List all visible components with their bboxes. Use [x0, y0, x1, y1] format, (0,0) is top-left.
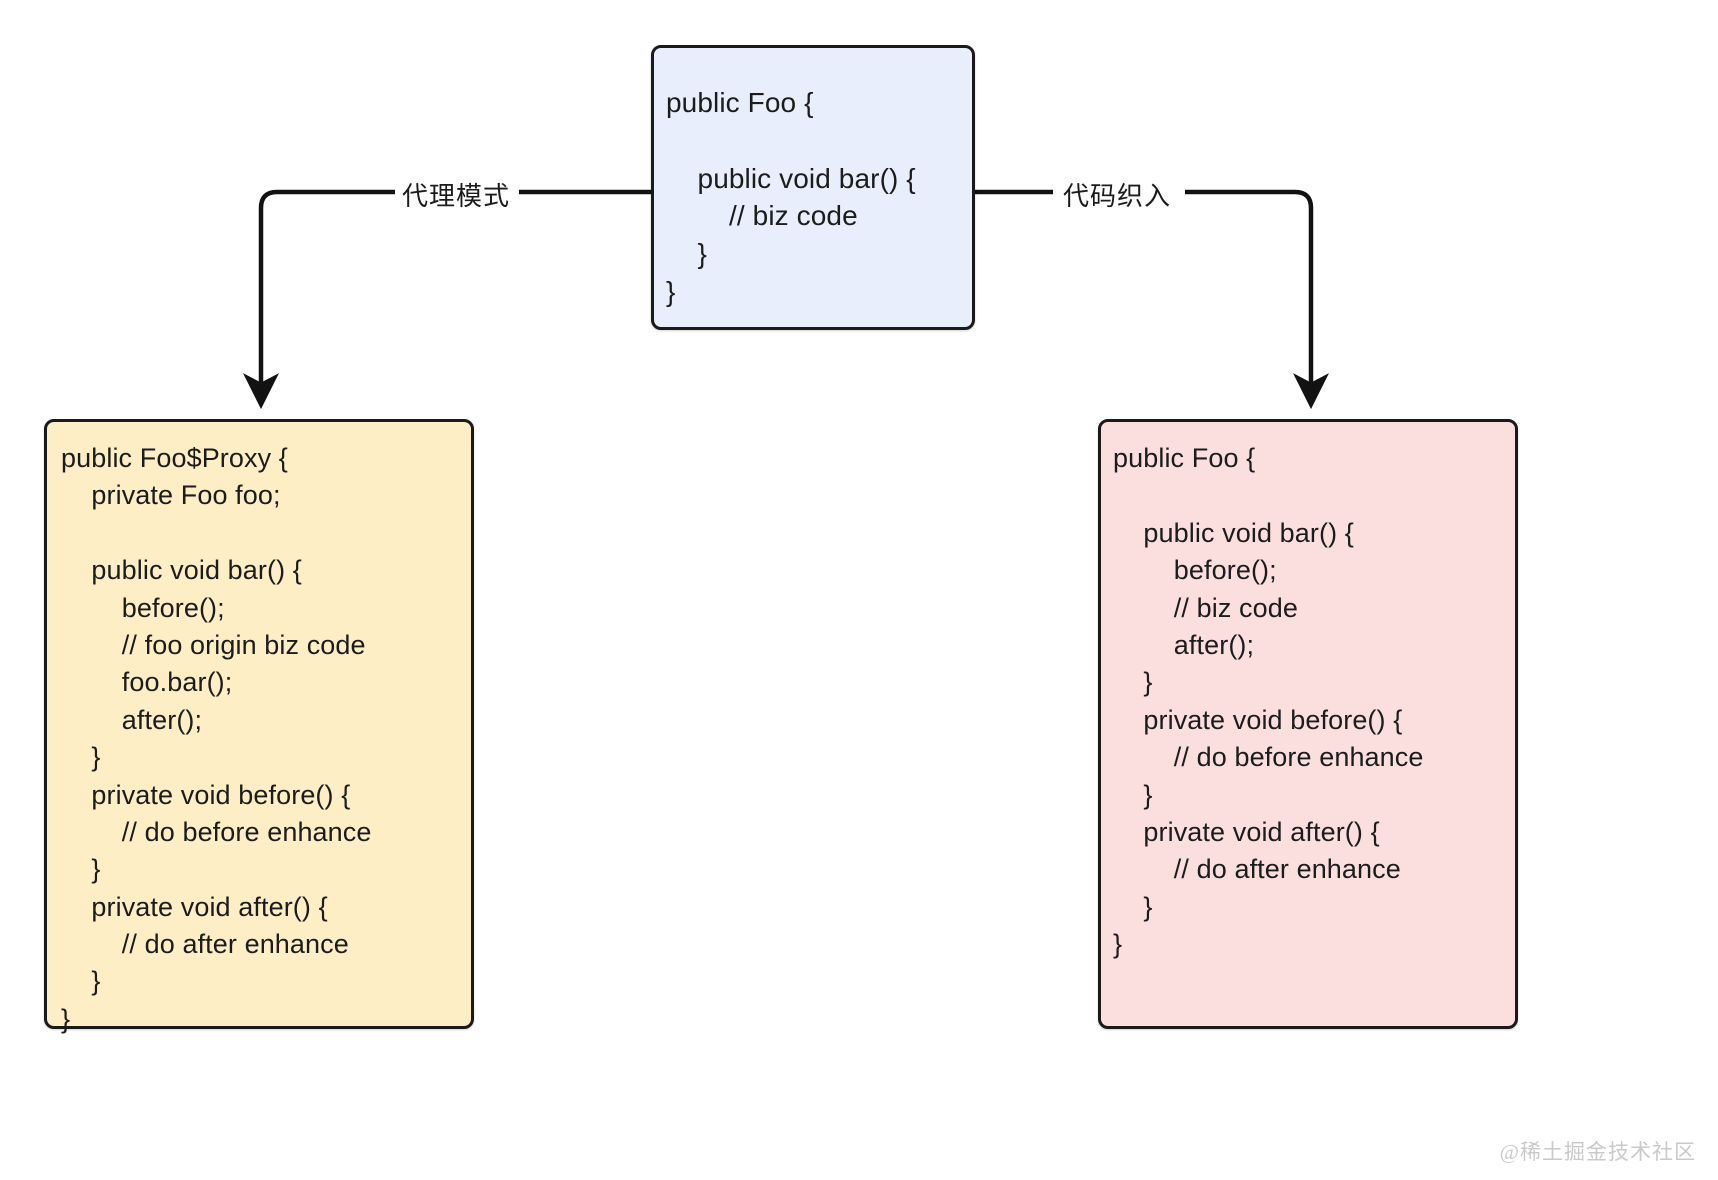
weave-class-code: public Foo { public void bar() { before(…	[1113, 443, 1424, 960]
proxy-class-box[interactable]: public Foo$Proxy { private Foo foo; publ…	[44, 419, 474, 1034]
origin-class-box[interactable]: public Foo { public void bar() { // biz …	[651, 45, 975, 330]
edge-proxy-path	[243, 189, 651, 410]
weave-class-box[interactable]: public Foo { public void bar() { before(…	[1098, 419, 1518, 1029]
proxy-class-code: public Foo$Proxy { private Foo foo; publ…	[61, 443, 372, 1034]
edge-label-proxy-mode: 代理模式	[402, 181, 511, 211]
edge-weave-path	[975, 189, 1329, 410]
watermark: @稀土掘金技术社区	[1499, 1140, 1696, 1164]
origin-class-code: public Foo { public void bar() { // biz …	[666, 87, 916, 307]
edge-label-code-weaving: 代码织入	[1063, 181, 1172, 211]
